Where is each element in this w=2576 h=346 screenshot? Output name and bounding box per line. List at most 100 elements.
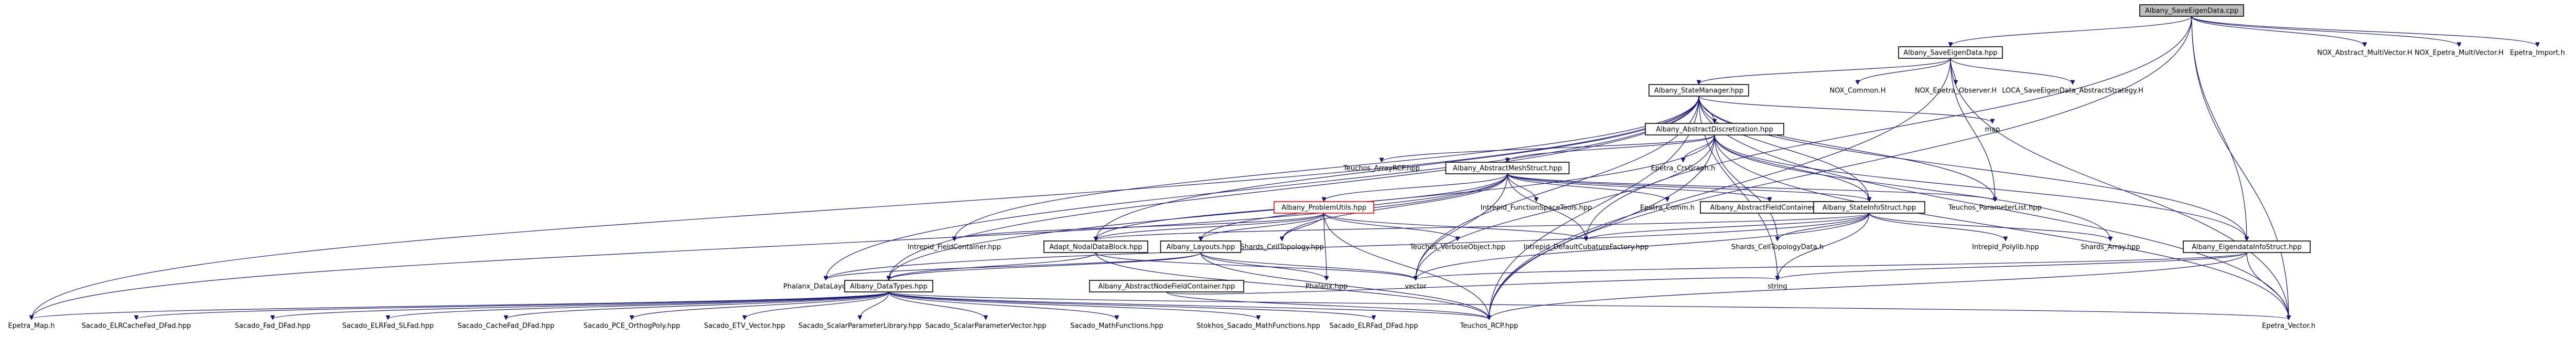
- node-phalanx[interactable]: Phalanx.hpp: [1306, 283, 1348, 291]
- node-label-intfc: Intrepid_FieldContainer.hpp: [908, 244, 1001, 251]
- node-label-intdcf: Intrepid_DefaultCubatureFactory.hpp: [1524, 244, 1649, 251]
- node-statefs[interactable]: Albany_StateInfoStruct.hpp: [1813, 201, 1925, 214]
- node-label-teuchosrcp: Teuchos_RCP.hpp: [1460, 322, 1518, 330]
- node-teuchosarcp[interactable]: Teuchos_ArrayRCP.hpp: [1343, 165, 1420, 173]
- edge-absdisc-to-teuchosarcp: [1382, 134, 1715, 162]
- edge-datatypes-to-sacmath: [888, 291, 1117, 319]
- node-intpoly[interactable]: Intrepid_Polylib.hpp: [1972, 244, 2039, 251]
- node-label-noxcommon: NOX_Common.H: [1830, 87, 1886, 95]
- node-teuchospl[interactable]: Teuchos_ParameterList.hpp: [1948, 204, 2042, 212]
- node-label-intfs: Intrepid_FunctionSpaceTools.hpp: [1481, 204, 1592, 212]
- node-label-noxobs: NOX_Epetra_Observer.H: [1915, 87, 1997, 95]
- node-sacmath[interactable]: Sacado_MathFunctions.hpp: [1070, 322, 1163, 330]
- node-label-savehpp: Albany_SaveEigenData.hpp: [1903, 49, 1997, 57]
- node-epimport[interactable]: Epetra_Import.h: [2510, 49, 2565, 57]
- node-label-epmap: Epetra_Map.h: [8, 322, 55, 330]
- node-epvec[interactable]: Epetra_Vector.h: [2262, 322, 2315, 330]
- node-label-sacelrs: Sacado_ELRFad_SLFad.hpp: [342, 322, 434, 330]
- node-eigeninfo[interactable]: Albany_EigendataInfoStruct.hpp: [2183, 240, 2311, 253]
- edge-probutils-to-shardsct: [1282, 213, 1324, 240]
- node-label-epcomm: Epetra_Comm.h: [1640, 204, 1695, 212]
- node-datatypes[interactable]: Albany_DataTypes.hpp: [844, 280, 933, 292]
- node-statemgr[interactable]: Albany_StateManager.hpp: [1648, 84, 1749, 97]
- node-label-map: map: [1985, 126, 2000, 134]
- node-absmesh[interactable]: Albany_AbstractMeshStruct.hpp: [1445, 162, 1570, 174]
- edge-statefs-to-shardsarr: [1869, 213, 2110, 240]
- edge-datatypes-to-saccache: [506, 291, 889, 319]
- edge-statemgr-to-teuchosrcp: [1489, 96, 1699, 319]
- node-probutils[interactable]: Albany_ProblemUtils.hpp: [1274, 201, 1374, 214]
- edge-probutils-to-layouts: [1201, 213, 1324, 240]
- node-absnode[interactable]: Albany_AbstractNodeFieldContainer.hpp: [1089, 280, 1244, 292]
- node-label-locasave: LOCA_SaveEigenData_AbstractStrategy.H: [2002, 87, 2143, 95]
- edge-adapt-to-teuchosrcp: [1095, 252, 1489, 319]
- edge-savehpp-to-noxcommon: [1858, 58, 1951, 84]
- edge-datatypes-to-epvec: [888, 291, 2289, 319]
- node-label-teuchospl: Teuchos_ParameterList.hpp: [1948, 204, 2042, 212]
- edge-statefs-to-shardsctd: [1777, 213, 1870, 240]
- node-label-epimport: Epetra_Import.h: [2510, 49, 2565, 57]
- edge-savehpp-to-locasave: [1950, 58, 2073, 84]
- node-saccache[interactable]: Sacado_CacheFad_DFad.hpp: [458, 322, 555, 330]
- edge-absmesh-to-absfield: [1507, 173, 1770, 201]
- node-teuchosrcp[interactable]: Teuchos_RCP.hpp: [1460, 322, 1518, 330]
- node-noxepmv[interactable]: NOX_Epetra_MultiVector.H: [2415, 49, 2504, 57]
- node-noxmv[interactable]: NOX_Abstract_MultiVector.H: [2317, 49, 2412, 57]
- node-box-statemgr: [1648, 84, 1749, 97]
- node-label-probutils: Albany_ProblemUtils.hpp: [1281, 204, 1366, 212]
- node-string[interactable]: string: [1767, 283, 1787, 291]
- node-absdisc[interactable]: Albany_AbstractDiscretization.hpp: [1645, 123, 1784, 135]
- node-absfield[interactable]: Albany_AbstractFieldContainer.hpp: [1700, 201, 1839, 214]
- edge-datatypes-to-epmap: [31, 291, 889, 319]
- node-sacpce[interactable]: Sacado_PCE_OrthogPoly.hpp: [584, 322, 680, 330]
- node-box-datatypes: [844, 280, 933, 292]
- node-shardsct[interactable]: Shards_CellTopology.hpp: [1240, 244, 1324, 251]
- node-shardsctd[interactable]: Shards_CellTopologyData.h: [1731, 244, 1824, 251]
- node-epcrs[interactable]: Epetra_CrsGraph.h: [1651, 165, 1716, 173]
- node-label-absfield: Albany_AbstractFieldContainer.hpp: [1710, 204, 1829, 212]
- edge-root-to-intdcf: [1586, 16, 2192, 240]
- edge-statefs-to-intdcf: [1586, 213, 1870, 240]
- node-layouts[interactable]: Albany_Layouts.hpp: [1160, 240, 1242, 253]
- edge-absdisc-to-statefs: [1714, 134, 1869, 201]
- node-intfs[interactable]: Intrepid_FunctionSpaceTools.hpp: [1481, 204, 1592, 212]
- node-label-sacspv: Sacado_ScalarParameterVector.hpp: [925, 322, 1046, 330]
- node-intfc[interactable]: Intrepid_FieldContainer.hpp: [908, 244, 1001, 251]
- edge-eigeninfo-to-vector: [1416, 252, 2247, 280]
- node-label-adapt: Adapt_NodalDataBlock.hpp: [1049, 244, 1142, 251]
- node-sacspl[interactable]: Sacado_ScalarParameterLibrary.hpp: [799, 322, 921, 330]
- node-shardsarr[interactable]: Shards_Array.hpp: [2081, 244, 2140, 251]
- node-root[interactable]: Albany_SaveEigenData.cpp: [2139, 4, 2244, 17]
- node-box-adapt: [1043, 240, 1148, 253]
- node-map[interactable]: map: [1985, 126, 2000, 134]
- node-sacelrs[interactable]: Sacado_ELRFad_SLFad.hpp: [342, 322, 434, 330]
- node-epcomm[interactable]: Epetra_Comm.h: [1640, 204, 1695, 212]
- node-sacetv[interactable]: Sacado_ETV_Vector.hpp: [704, 322, 785, 330]
- node-sacelrc[interactable]: Sacado_ELRCacheFad_DFad.hpp: [82, 322, 191, 330]
- node-sacspv[interactable]: Sacado_ScalarParameterVector.hpp: [925, 322, 1046, 330]
- node-adapt[interactable]: Adapt_NodalDataBlock.hpp: [1043, 240, 1148, 253]
- node-sacelrd[interactable]: Sacado_ELRFad_DFad.hpp: [1330, 322, 1418, 330]
- node-label-epcrs: Epetra_CrsGraph.h: [1651, 165, 1716, 173]
- edge-datatypes-to-sacpce: [632, 291, 889, 319]
- node-teuchosvo[interactable]: Teuchos_VerboseObject.hpp: [1409, 244, 1505, 251]
- edge-probutils-to-teuchosrcp: [1323, 213, 1489, 319]
- node-noxcommon[interactable]: NOX_Common.H: [1830, 87, 1886, 95]
- node-intdcf[interactable]: Intrepid_DefaultCubatureFactory.hpp: [1524, 244, 1649, 251]
- edge-statemgr-to-map: [1698, 96, 1992, 123]
- node-noxobs[interactable]: NOX_Epetra_Observer.H: [1915, 87, 1997, 95]
- node-box-savehpp: [1898, 46, 2003, 59]
- node-stokhos[interactable]: Stokhos_Sacado_MathFunctions.hpp: [1197, 322, 1320, 330]
- edge-root-to-eigeninfo: [2191, 16, 2247, 240]
- node-box-absdisc: [1645, 123, 1784, 135]
- node-savehpp[interactable]: Albany_SaveEigenData.hpp: [1898, 46, 2003, 59]
- edge-root-to-epvec: [2191, 16, 2289, 319]
- node-label-statemgr: Albany_StateManager.hpp: [1654, 87, 1743, 95]
- node-sacfad[interactable]: Sacado_Fad_DFad.hpp: [235, 322, 310, 330]
- node-epmap[interactable]: Epetra_Map.h: [8, 322, 55, 330]
- edge-layouts-to-teuchosrcp: [1200, 252, 1489, 319]
- edge-absnode-to-string: [1166, 278, 1777, 295]
- node-locasave[interactable]: LOCA_SaveEigenData_AbstractStrategy.H: [2002, 87, 2143, 95]
- node-vector[interactable]: vector: [1405, 283, 1427, 291]
